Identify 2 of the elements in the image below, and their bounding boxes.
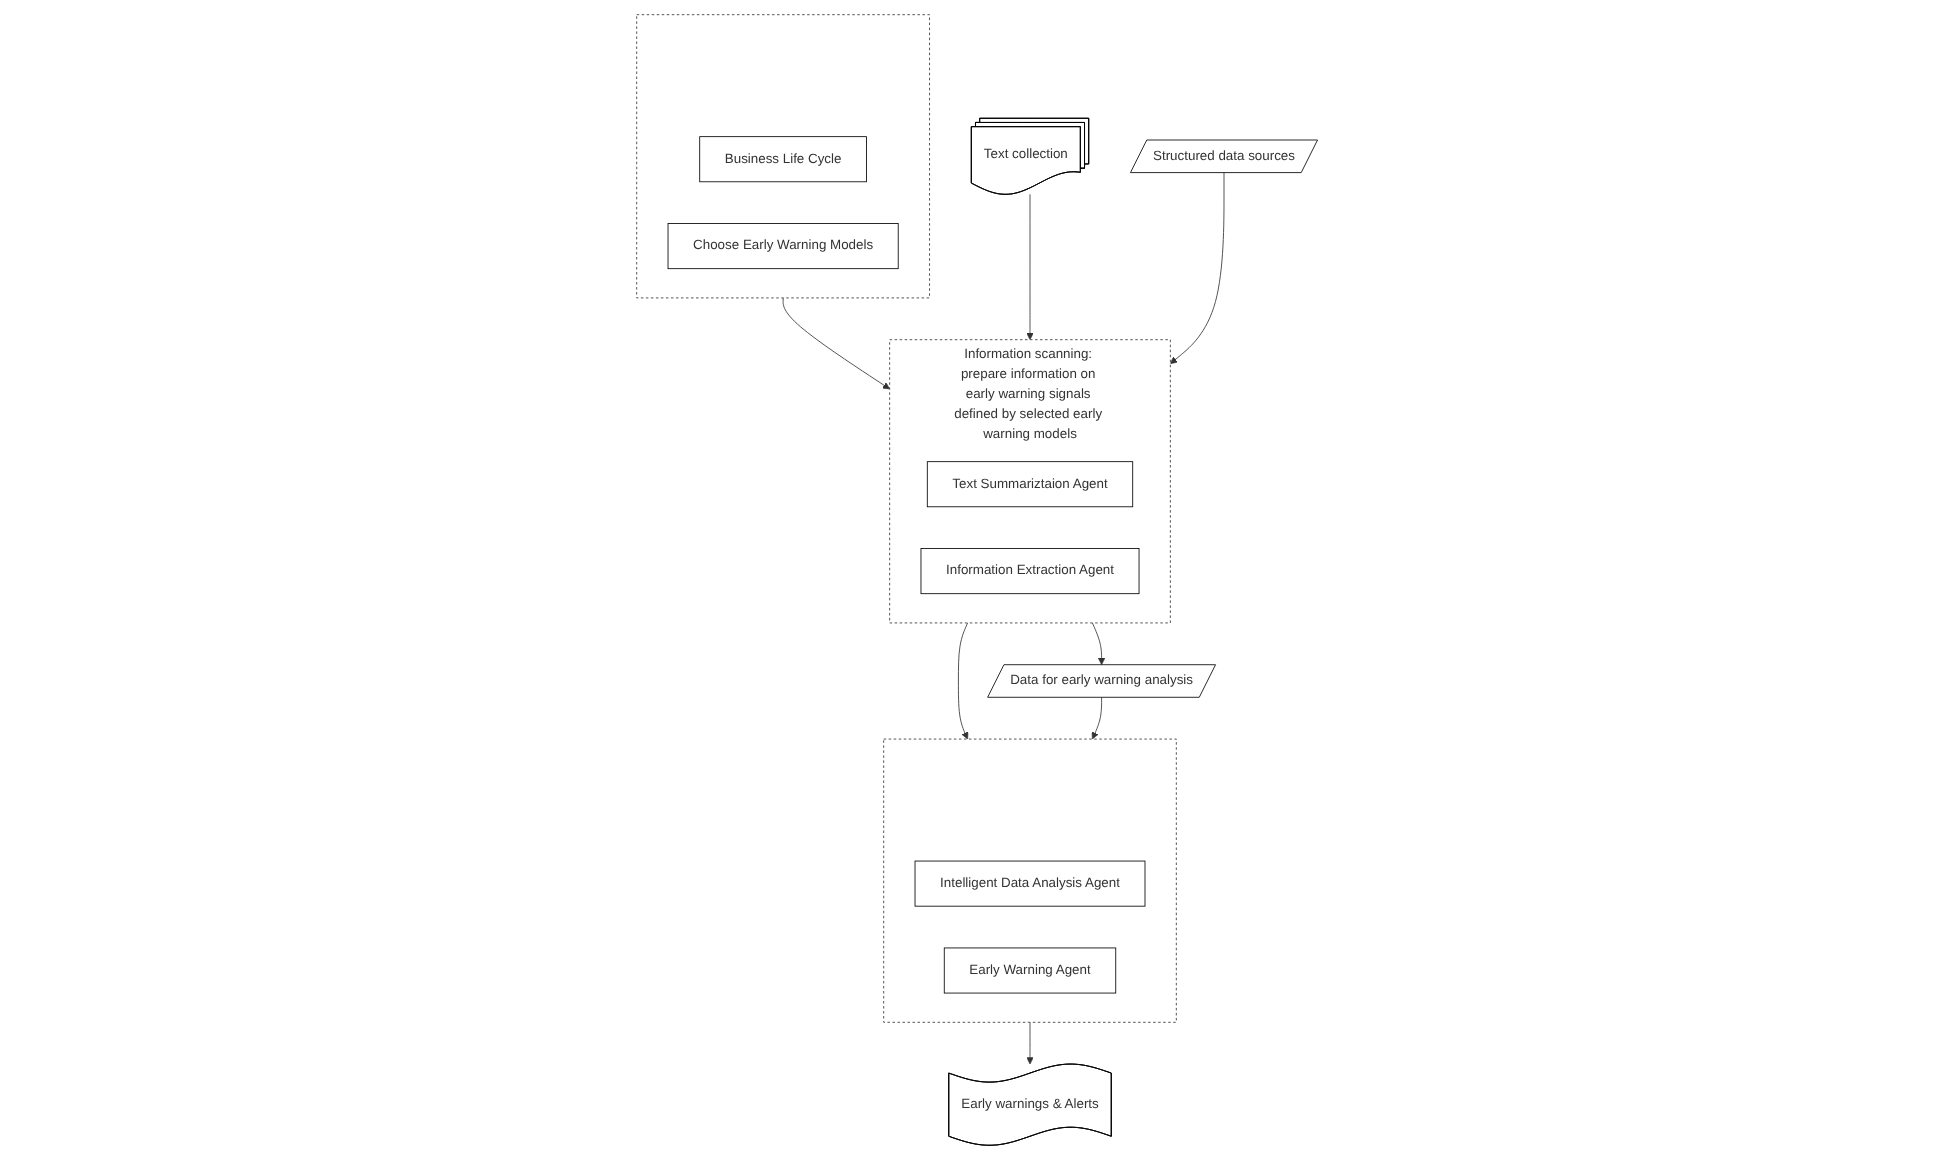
cluster (884, 738, 1178, 1023)
cluster (637, 14, 931, 299)
